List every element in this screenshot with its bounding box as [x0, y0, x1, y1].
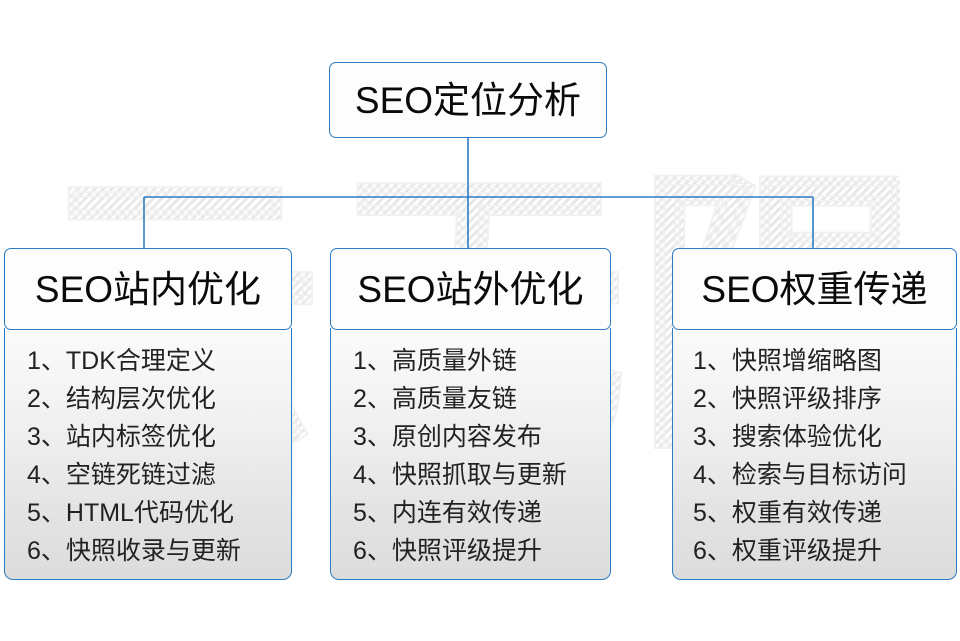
branch-column-1: SEO站内优化 1、TDK合理定义 2、结构层次优化 3、站内标签优化 4、空链… — [4, 248, 292, 580]
list-item: 6、快照收录与更新 — [27, 537, 241, 565]
branch-header-title-3: SEO权重传递 — [701, 268, 928, 310]
list-item: 2、结构层次优化 — [27, 385, 216, 413]
branch-header-2[interactable]: SEO站外优化 — [330, 248, 611, 330]
list-item: 1、高质量外链 — [353, 347, 517, 375]
list-item: 4、快照抓取与更新 — [353, 461, 567, 489]
list-item: 3、原创内容发布 — [353, 423, 542, 451]
branch-header-1[interactable]: SEO站内优化 — [4, 248, 292, 330]
list-item: 1、快照增缩略图 — [693, 347, 882, 375]
list-item: 1、TDK合理定义 — [27, 347, 216, 375]
list-item: 4、检索与目标访问 — [693, 461, 907, 489]
root-node-title: SEO定位分析 — [354, 79, 582, 121]
list-item: 3、搜索体验优化 — [693, 423, 882, 451]
list-item: 4、空链死链过滤 — [27, 461, 216, 489]
branch-header-title-1: SEO站内优化 — [34, 268, 262, 310]
list-item: 5、内连有效传递 — [353, 499, 542, 527]
list-item: 5、权重有效传递 — [693, 499, 882, 527]
list-item: 2、快照评级排序 — [693, 385, 882, 413]
list-item: 2、高质量友链 — [353, 385, 517, 413]
branch-column-2: SEO站外优化 1、高质量外链 2、高质量友链 3、原创内容发布 4、快照抓取与… — [330, 248, 611, 580]
list-item: 6、权重评级提升 — [693, 537, 882, 565]
branch-list-3: 1、快照增缩略图 2、快照评级排序 3、搜索体验优化 4、检索与目标访问 5、权… — [672, 328, 957, 580]
branch-header-title-2: SEO站外优化 — [357, 268, 584, 310]
branch-header-3[interactable]: SEO权重传递 — [672, 248, 957, 330]
branch-list-2: 1、高质量外链 2、高质量友链 3、原创内容发布 4、快照抓取与更新 5、内连有… — [330, 328, 611, 580]
list-item: 3、站内标签优化 — [27, 423, 216, 451]
list-item: 5、HTML代码优化 — [27, 499, 234, 527]
branch-column-3: SEO权重传递 1、快照增缩略图 2、快照评级排序 3、搜索体验优化 4、检索与… — [672, 248, 957, 580]
branch-list-1: 1、TDK合理定义 2、结构层次优化 3、站内标签优化 4、空链死链过滤 5、H… — [4, 328, 292, 580]
list-item: 6、快照评级提升 — [353, 537, 542, 565]
root-node[interactable]: SEO定位分析 — [329, 62, 607, 138]
